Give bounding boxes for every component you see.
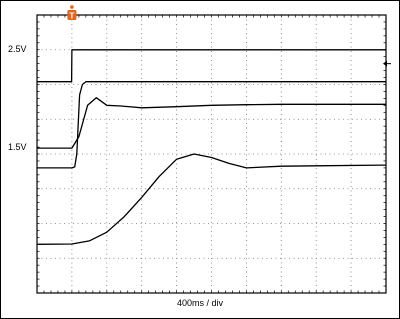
trace-4 xyxy=(36,153,387,245)
level-label-2v5: 2.5V xyxy=(8,43,27,54)
trigger-marker-label: T xyxy=(69,10,75,20)
timebase-label: 400ms / div xyxy=(176,298,224,308)
trace-2 xyxy=(37,97,386,149)
trace-3 xyxy=(37,81,386,169)
left-arrow-icon xyxy=(383,60,387,67)
graticule-border xyxy=(36,14,387,294)
trace-1 xyxy=(37,49,386,83)
trigger-dot xyxy=(70,5,74,9)
trigger-marker-icon xyxy=(67,10,77,20)
level-label-1v5: 1.5V xyxy=(8,142,27,153)
